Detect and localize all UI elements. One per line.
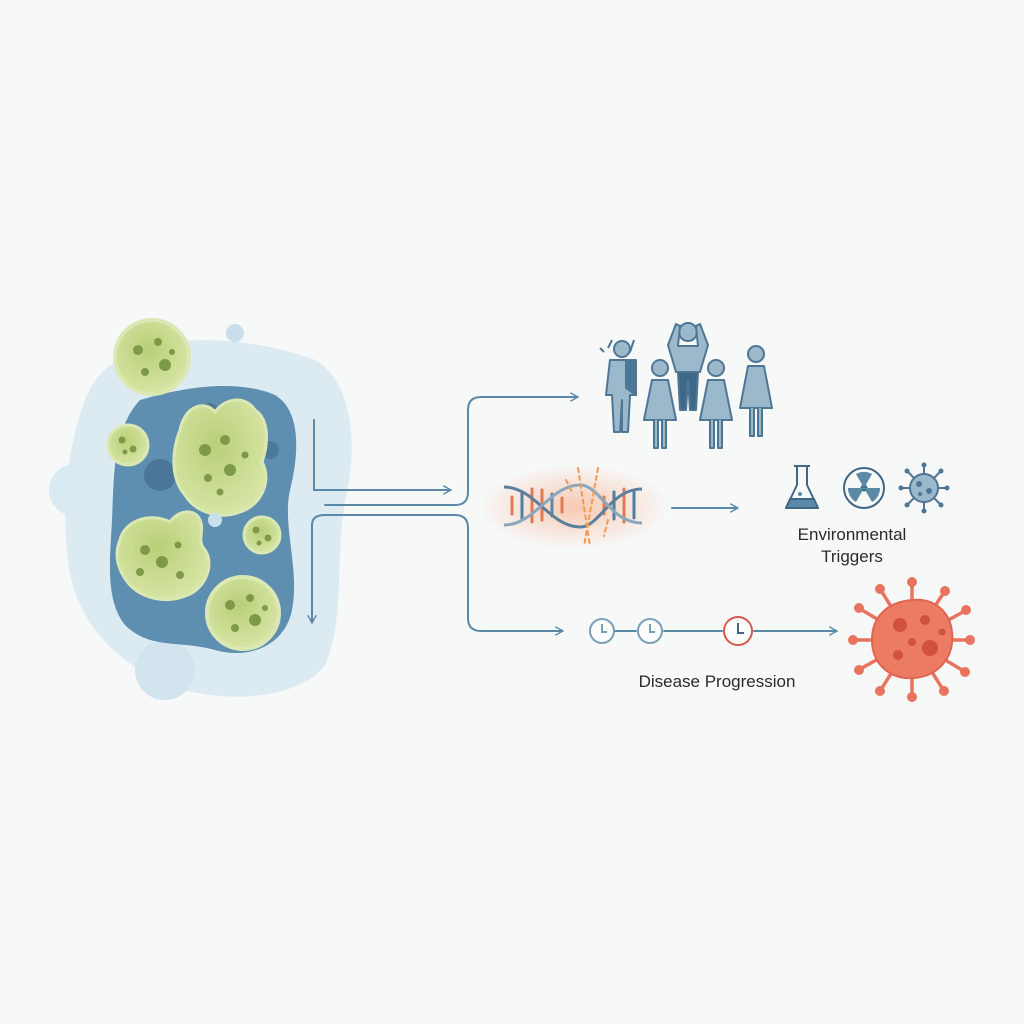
person-icon [667,322,709,411]
person-icon [643,359,677,449]
tissue-pore [144,459,176,491]
clock-icon [589,618,615,644]
flow-connectors [312,397,836,631]
environmental-triggers-line2: Triggers [821,547,883,566]
branch-to-progression [311,514,562,631]
people-group-icon [599,322,773,449]
infected-cell-ruptured [115,510,211,601]
chemical-flask-icon [785,465,819,509]
damaged-dna-icon [480,465,670,549]
tissue-bubble [226,324,244,342]
person-icon [699,359,733,449]
red-pathogen-icon [848,577,975,702]
person-icon [599,339,637,433]
person-icon [739,345,773,437]
infected-cell [205,575,281,651]
microbe-icon [898,462,950,514]
infected-cell [113,318,191,396]
environmental-triggers-label: Environmental Triggers [772,524,932,568]
infected-cell [106,423,150,467]
tissue-bubble [208,513,222,527]
infected-cell [242,515,282,555]
clock-icon [723,616,753,646]
tissue-with-infected-cells-icon [49,318,352,700]
tissue-bubble [135,640,195,700]
infected-cell-ruptured [172,398,268,517]
branch-to-people [324,397,577,506]
clock-icon [637,618,663,644]
radiation-icon [843,467,885,509]
disease-progression-label: Disease Progression [638,672,796,691]
tissue-bubble [49,464,101,516]
environmental-triggers-line1: Environmental [797,525,907,544]
